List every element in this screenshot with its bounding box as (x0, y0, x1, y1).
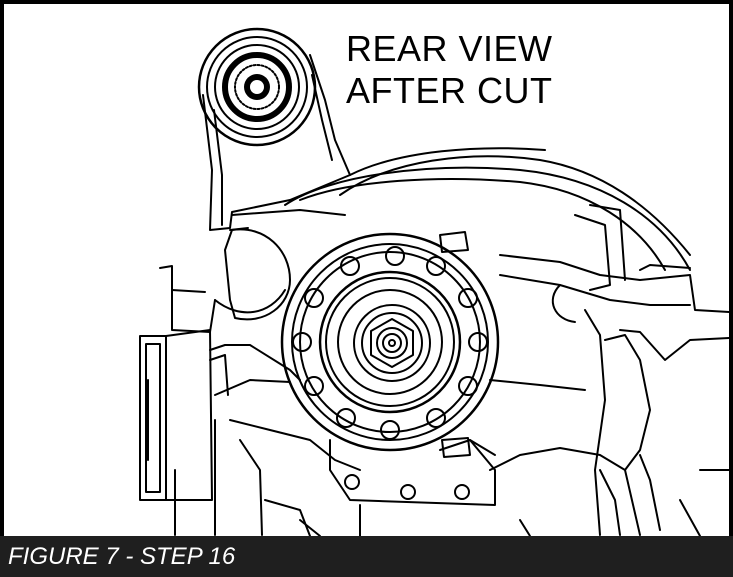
lower-bracket (329, 231, 496, 506)
housing-left-side (159, 209, 361, 536)
axle-shaft-nut (353, 304, 431, 382)
lower-structure (264, 469, 730, 537)
cut-face (224, 228, 291, 321)
view-label-line-1: REAR VIEW (346, 28, 553, 69)
caption-bar: FIGURE 7 - STEP 16 (0, 536, 733, 577)
view-label: REAR VIEW AFTER CUT (346, 28, 553, 112)
housing-right-side (489, 254, 730, 536)
housing-upper-shell (284, 147, 691, 291)
spring-pad (139, 329, 229, 501)
flange-bolt-holes (292, 246, 488, 440)
view-label-line-2: AFTER CUT (346, 70, 553, 111)
figure-caption: FIGURE 7 - STEP 16 (8, 543, 236, 570)
bushing (197, 27, 317, 147)
